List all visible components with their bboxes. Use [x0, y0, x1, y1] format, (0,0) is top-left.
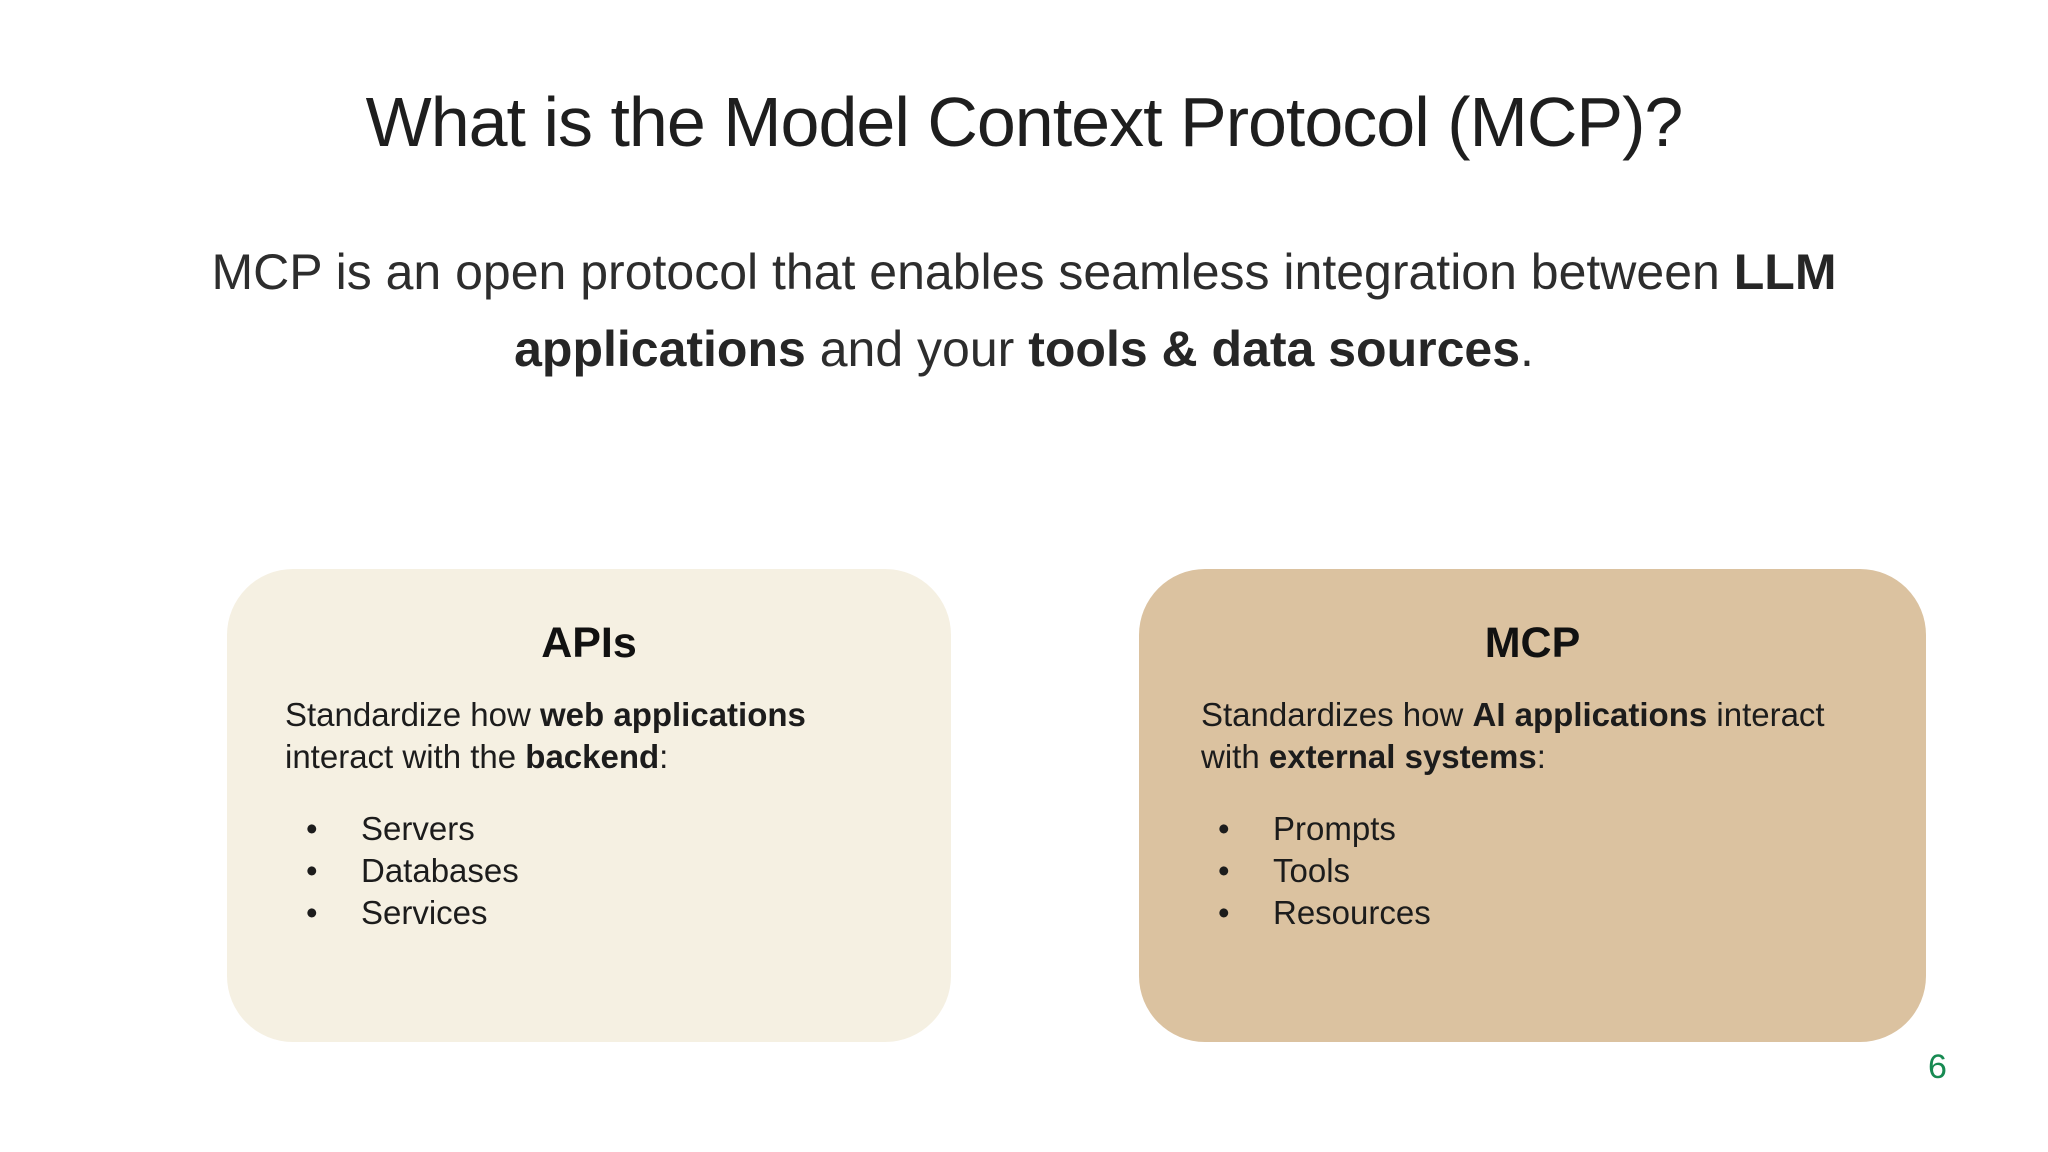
list-item: Prompts [1218, 808, 1926, 850]
subtitle-bold-tools-data-sources: tools & data sources [1028, 321, 1520, 377]
subtitle-segment: MCP is an open protocol that enables sea… [211, 244, 1734, 300]
desc-segment: interact with the [285, 738, 526, 775]
desc-bold-ai-applications: AI applications [1472, 696, 1708, 733]
card-apis-title: APIs [541, 619, 637, 667]
card-apis: APIs Standardize how web applications in… [227, 569, 951, 1042]
desc-segment: Standardize how [285, 696, 540, 733]
page-title: What is the Model Context Protocol (MCP)… [365, 83, 1684, 161]
list-item: Servers [306, 808, 951, 850]
desc-bold-web-applications: web applications [540, 696, 806, 733]
card-mcp: MCP Standardizes how AI applications int… [1139, 569, 1926, 1042]
list-item: Databases [306, 850, 951, 892]
page-number: 6 [1928, 1048, 1947, 1086]
desc-bold-external-systems: external systems [1268, 738, 1537, 775]
card-mcp-bullet-list: Prompts Tools Resources [1139, 808, 1926, 934]
desc-segment: : [1536, 738, 1546, 775]
list-item: Resources [1218, 892, 1926, 934]
card-mcp-description: Standardizes how AI applications interac… [1201, 694, 1888, 778]
card-apis-bullet-list: Servers Databases Services [227, 808, 951, 934]
card-mcp-title: MCP [1484, 619, 1581, 667]
card-apis-description: Standardize how web applications interac… [285, 694, 913, 778]
list-item: Services [306, 892, 951, 934]
subtitle-segment: and your [805, 321, 1029, 377]
list-item: Tools [1218, 850, 1926, 892]
desc-bold-backend: backend [525, 738, 660, 775]
desc-segment: : [659, 738, 669, 775]
slide-subtitle: MCP is an open protocol that enables sea… [134, 234, 1914, 388]
subtitle-segment: . [1520, 321, 1534, 377]
desc-segment: interact with [1201, 696, 1825, 775]
desc-segment: Standardizes how [1201, 696, 1473, 733]
subtitle-bold-llm-applications: LLM applications [514, 244, 1837, 377]
